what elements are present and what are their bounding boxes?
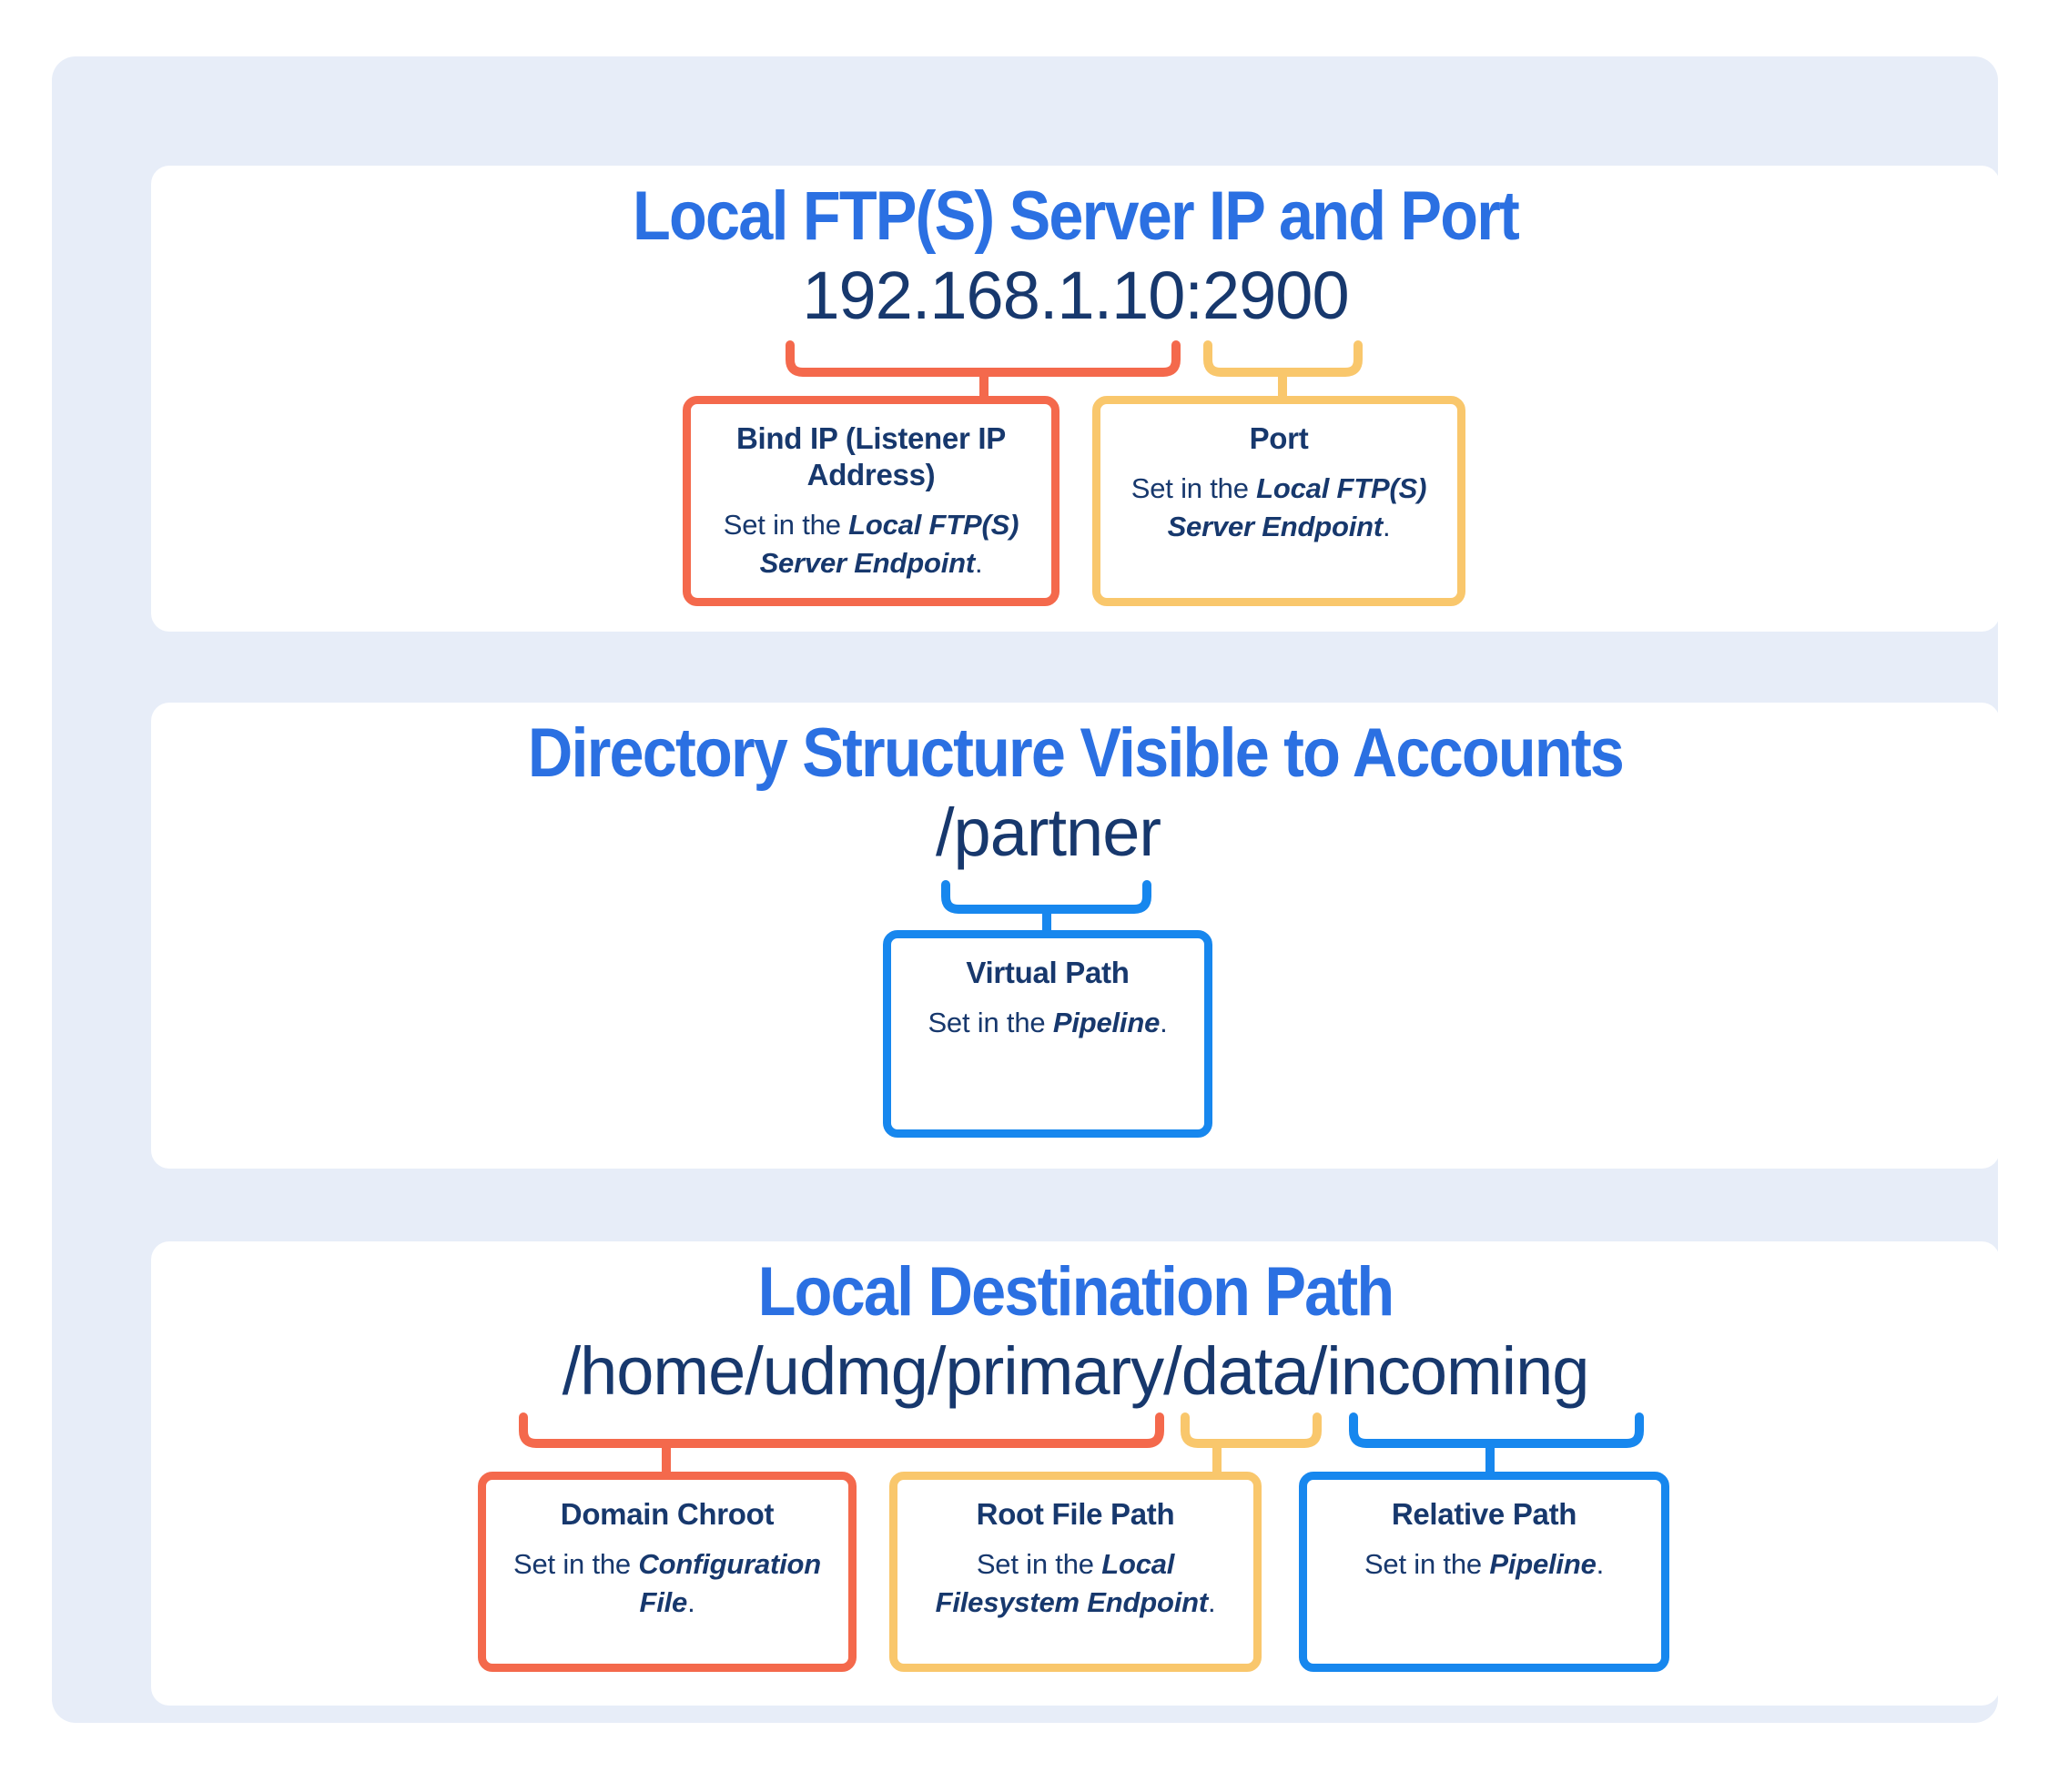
virtual-path-brace — [941, 880, 1151, 930]
section-title: Local FTP(S) Server IP and Port — [632, 177, 1520, 255]
box-body: Set in the Configuration File. — [513, 1548, 821, 1618]
bind-ip-brace — [786, 340, 1181, 396]
root-file-path-brace — [1181, 1412, 1322, 1472]
box-root-file-path: Root File Path Set in the Local Filesyst… — [889, 1472, 1262, 1672]
box-domain-chroot: Domain Chroot Set in the Configuration F… — [478, 1472, 857, 1672]
ip-and-port-value: 192.168.1.10:2900 — [802, 258, 1349, 333]
section-destination-path: Local Destination Path /home/udmg/primar… — [151, 1241, 2000, 1706]
box-bind-ip: Bind IP (Listener IP Address) Set in the… — [683, 396, 1059, 606]
box-body: Set in the Pipeline. — [1364, 1548, 1605, 1580]
box-body: Set in the Local FTP(S) Server Endpoint. — [1130, 472, 1427, 542]
virtual-path-value: /partner — [935, 795, 1161, 870]
box-heading: Port — [1249, 421, 1309, 455]
box-heading: Virtual Path — [966, 956, 1130, 989]
destination-path-value: /home/udmg/primary/data/incoming — [562, 1333, 1590, 1409]
box-port: Port Set in the Local FTP(S) Server Endp… — [1092, 396, 1465, 606]
box-heading: Root File Path — [976, 1497, 1175, 1531]
box-virtual-path: Virtual Path Set in the Pipeline. — [883, 930, 1212, 1138]
port-brace — [1203, 340, 1363, 396]
box-heading: Domain Chroot — [560, 1497, 775, 1531]
box-body: Set in the Pipeline. — [928, 1007, 1168, 1038]
box-relative-path: Relative Path Set in the Pipeline. — [1299, 1472, 1669, 1672]
box-heading: Relative Path — [1391, 1497, 1577, 1531]
section-directory-structure: Directory Structure Visible to Accounts … — [151, 703, 2000, 1169]
box-body: Set in the Local Filesystem Endpoint. — [935, 1548, 1216, 1618]
section-title: Local Destination Path — [757, 1253, 1395, 1331]
box-body: Set in the Local FTP(S) Server Endpoint. — [723, 509, 1019, 579]
relative-path-brace — [1349, 1412, 1644, 1472]
domain-chroot-brace — [519, 1412, 1164, 1472]
section-ftp-server: Local FTP(S) Server IP and Port 192.168.… — [151, 166, 2000, 632]
box-heading: Bind IP (Listener IP Address) — [736, 421, 1006, 491]
diagram-panel: Local FTP(S) Server IP and Port 192.168.… — [52, 56, 2000, 1723]
section-title: Directory Structure Visible to Accounts — [527, 714, 1625, 792]
